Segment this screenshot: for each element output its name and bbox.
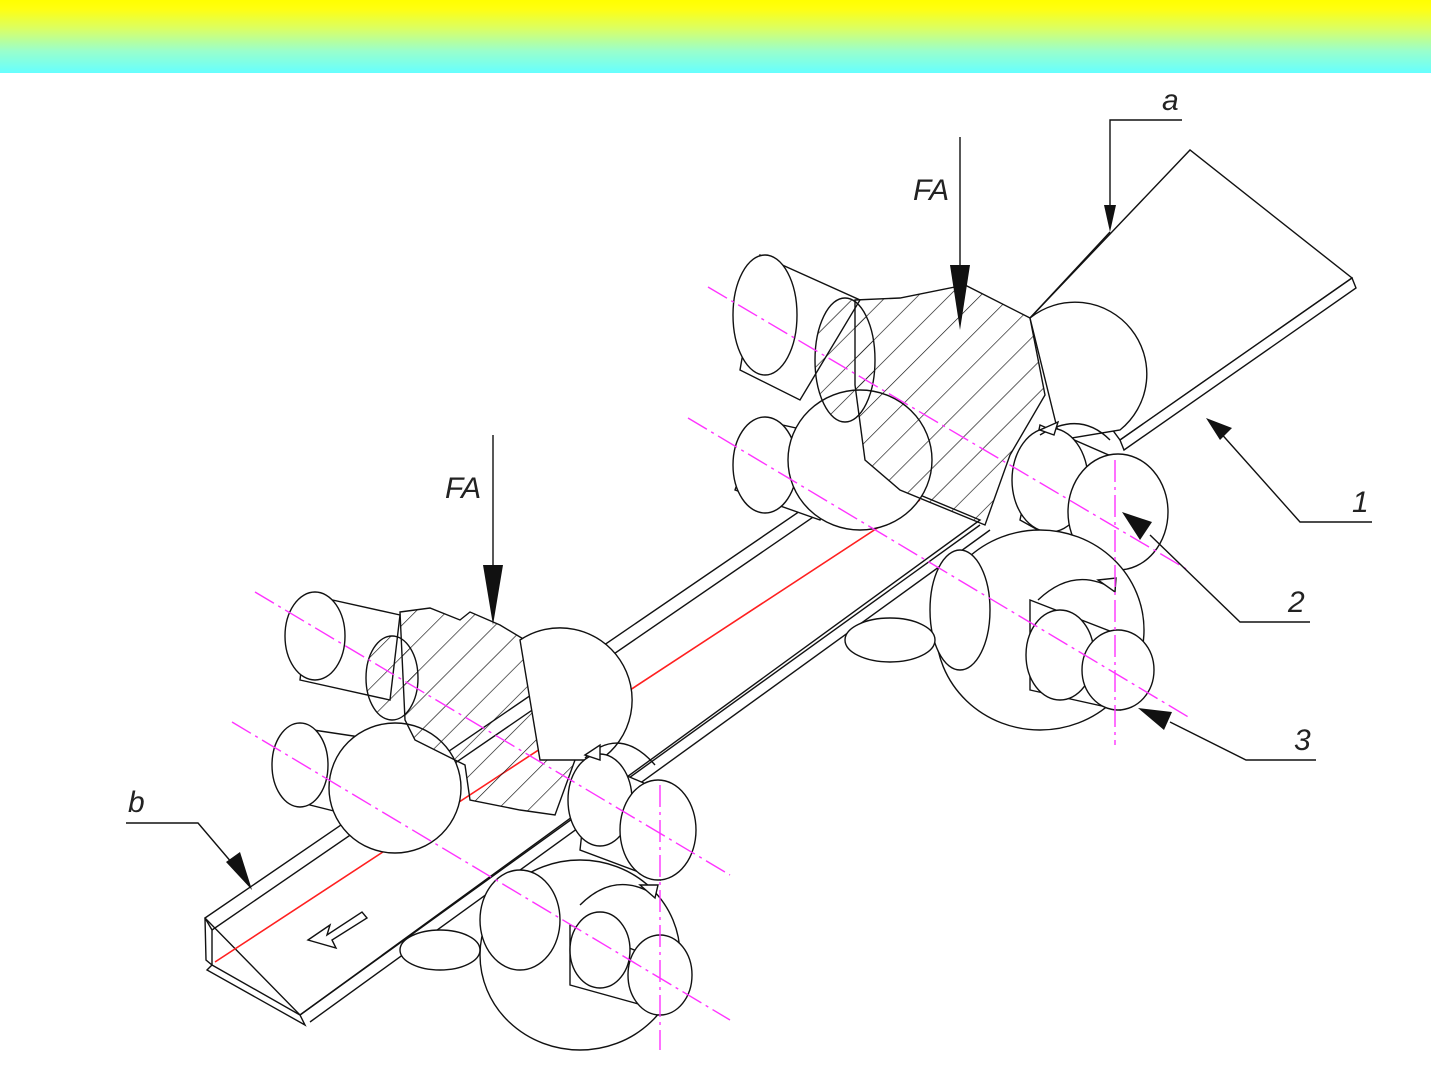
label-2: 2 [1287, 586, 1305, 619]
callout-3: 3 [1138, 708, 1316, 760]
label-b: b [128, 786, 145, 819]
label-3: 3 [1294, 724, 1311, 757]
force-label-upper: FA [913, 174, 949, 207]
callout-b: b [126, 786, 252, 890]
label-1: 1 [1352, 486, 1369, 519]
callout-1: 1 [1206, 418, 1372, 522]
force-label-lower: FA [445, 472, 481, 505]
label-a: a [1162, 84, 1179, 117]
force-arrow-lower: FA [445, 435, 503, 625]
